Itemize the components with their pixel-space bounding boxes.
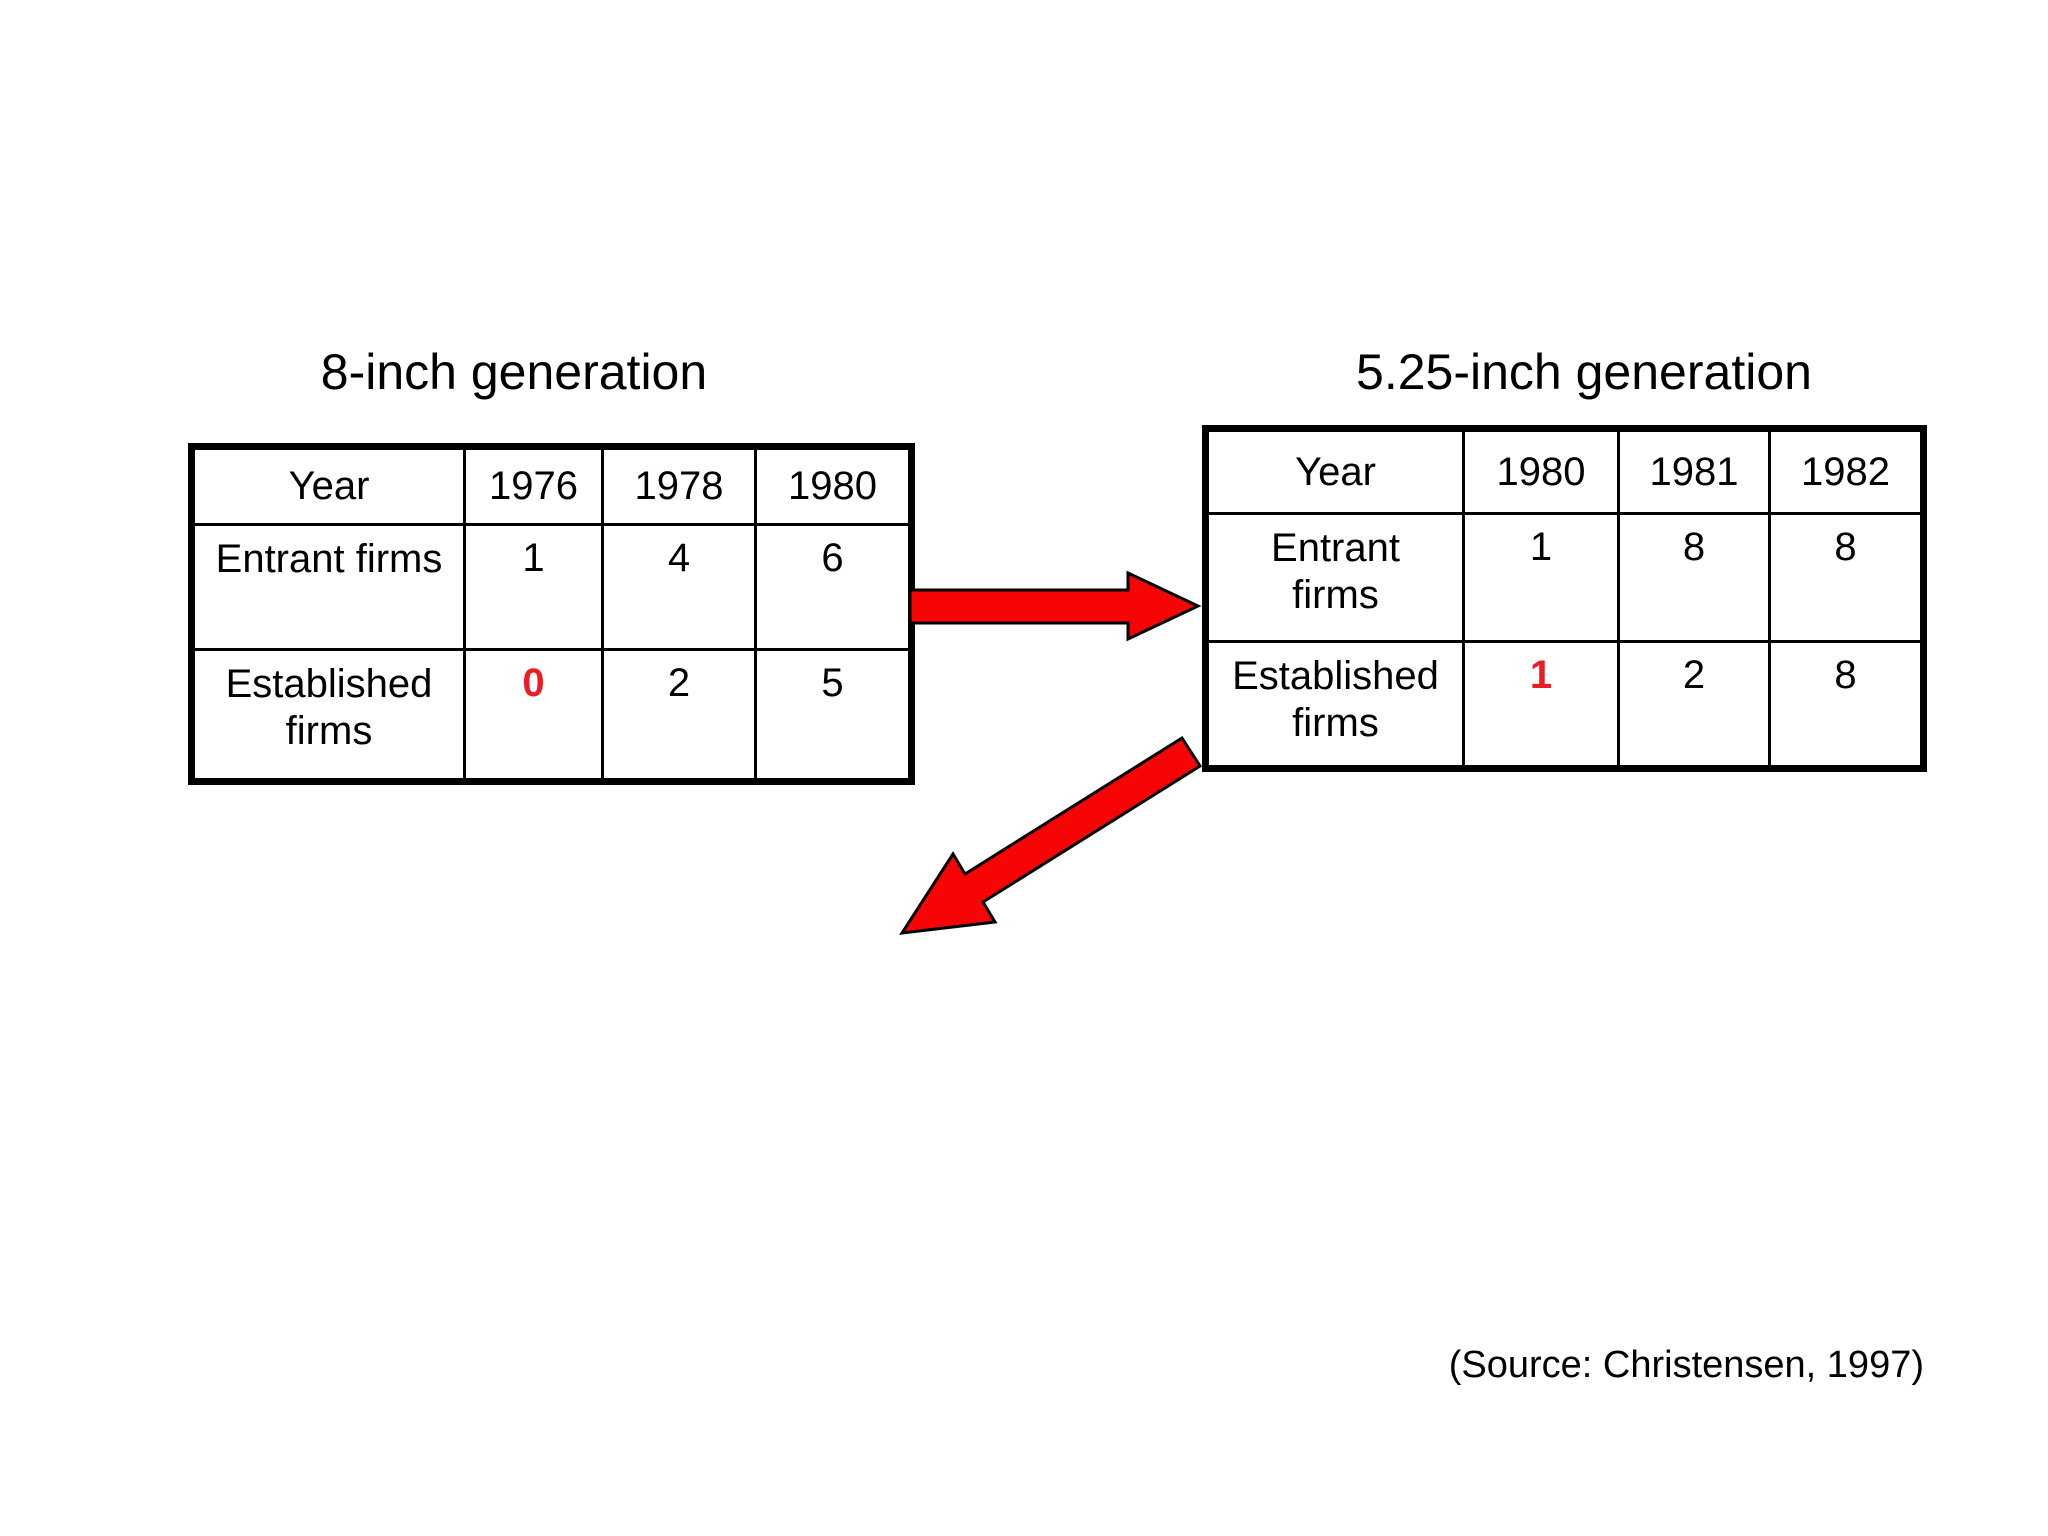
value-cell: 6 — [754, 523, 913, 651]
left-generation-table: Year 1976 1978 1980 Entrant firms 1 4 6 … — [188, 443, 915, 785]
year-cell: 1978 — [601, 445, 757, 526]
established-firms-row: Established firms 0 2 5 — [190, 648, 913, 783]
transition-arrow-right-icon — [908, 570, 1202, 642]
table-header-row: Year 1976 1978 1980 — [190, 445, 913, 526]
right-table-title: 5.25-inch generation — [1356, 344, 1812, 400]
year-cell: 1981 — [1617, 427, 1771, 515]
row-label-cell: Established firms — [190, 648, 466, 783]
year-header-cell: Year — [1204, 427, 1465, 515]
entrant-firms-row: Entrant firms 1 4 6 — [190, 523, 913, 651]
highlighted-value-cell: 0 — [463, 648, 604, 783]
row-label-cell: Entrant firms — [190, 523, 466, 651]
value-cell: 8 — [1768, 640, 1925, 770]
transition-arrow-down-left-icon — [899, 735, 1203, 935]
left-table-title: 8-inch generation — [320, 344, 708, 400]
value-cell: 5 — [754, 648, 913, 783]
row-label-cell: Entrant firms — [1204, 512, 1465, 643]
value-cell: 1 — [463, 523, 604, 651]
year-header-cell: Year — [190, 445, 466, 526]
year-cell: 1980 — [1462, 427, 1620, 515]
row-label-cell: Established firms — [1204, 640, 1465, 770]
value-cell: 4 — [601, 523, 757, 651]
year-cell: 1976 — [463, 445, 604, 526]
established-firms-row: Established firms 1 2 8 — [1204, 640, 1925, 770]
value-cell: 8 — [1617, 512, 1771, 643]
highlighted-value-cell: 1 — [1462, 640, 1620, 770]
source-citation: (Source: Christensen, 1997) — [1448, 1344, 1924, 1386]
value-cell: 2 — [601, 648, 757, 783]
year-cell: 1982 — [1768, 427, 1925, 515]
table-header-row: Year 1980 1981 1982 — [1204, 427, 1925, 515]
value-cell: 8 — [1768, 512, 1925, 643]
entrant-firms-row: Entrant firms 1 8 8 — [1204, 512, 1925, 643]
year-cell: 1980 — [754, 445, 913, 526]
value-cell: 1 — [1462, 512, 1620, 643]
value-cell: 2 — [1617, 640, 1771, 770]
right-generation-table: Year 1980 1981 1982 Entrant firms 1 8 8 … — [1202, 425, 1927, 772]
